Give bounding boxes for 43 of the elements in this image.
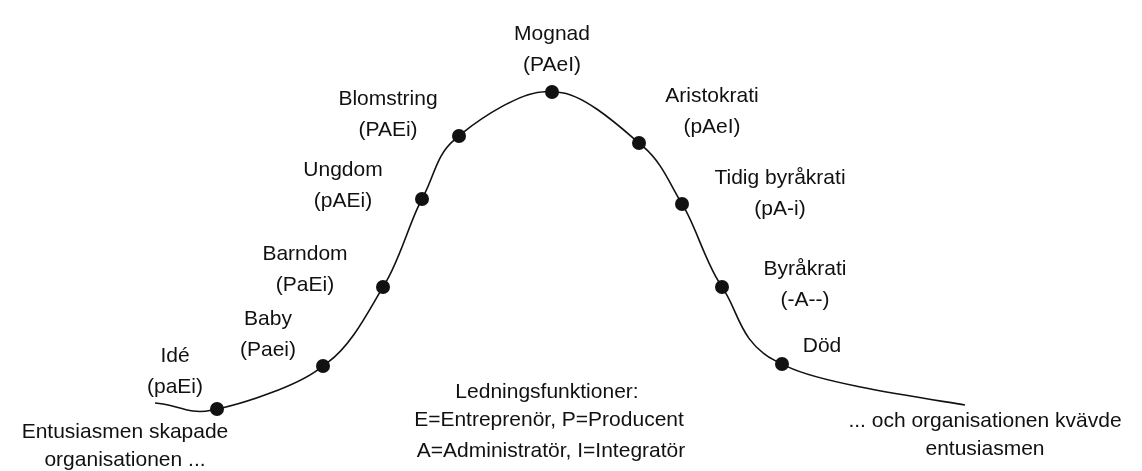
stage-dot (415, 192, 429, 206)
stage-dot (775, 357, 789, 371)
curve-segment (557, 91, 636, 140)
stage-dot (675, 197, 689, 211)
stage-dot (452, 129, 466, 143)
curve-segment (684, 208, 720, 283)
stage-code: (PAEi) (358, 116, 418, 142)
stage-code: (-A--) (780, 286, 830, 312)
curve-segment (462, 90, 547, 133)
stage-dot (316, 359, 330, 373)
stage-dot (376, 280, 390, 294)
stage-name: Baby (244, 305, 292, 331)
caption-text: ... och organisationen kvävde entusiasmen (847, 407, 1123, 461)
curve-segment (327, 291, 381, 364)
stage-code: (pA-i) (754, 195, 806, 221)
stage-code: (PaEi) (275, 271, 335, 297)
stage-dot (545, 85, 559, 99)
stage-dot (632, 136, 646, 150)
curve-segment (385, 203, 421, 283)
curve-segment (642, 146, 680, 200)
stage-dot (210, 402, 224, 416)
curve-segment (423, 139, 456, 195)
stage-name: Mognad (514, 20, 590, 46)
stage-code: (PAeI) (523, 51, 581, 77)
stage-code: (pAeI) (683, 113, 741, 139)
legend-text: A=Administratör, I=Integratör (416, 437, 686, 463)
stage-name: Död (802, 332, 842, 358)
caption-text: Entusiasmen skapade organisationen ... (20, 418, 230, 471)
stage-name: Blomstring (338, 85, 438, 111)
stage-name: Idé (160, 342, 190, 368)
stage-name: Tidig byråkrati (714, 164, 846, 190)
stage-code: (pAEi) (313, 187, 373, 213)
stage-code: (paEi) (147, 373, 203, 399)
stage-name: Barndom (262, 240, 348, 266)
curve-segment (222, 368, 319, 409)
stage-code: (Paei) (240, 336, 296, 362)
stage-name: Byråkrati (763, 255, 847, 281)
legend-text: E=Entreprenör, P=Producent (414, 406, 684, 432)
stage-name: Ungdom (303, 156, 383, 182)
stage-name: Aristokrati (665, 82, 759, 108)
curve-segment (724, 291, 778, 363)
legend-heading: Ledningsfunktioner: (455, 378, 639, 404)
stage-dot (715, 280, 729, 294)
